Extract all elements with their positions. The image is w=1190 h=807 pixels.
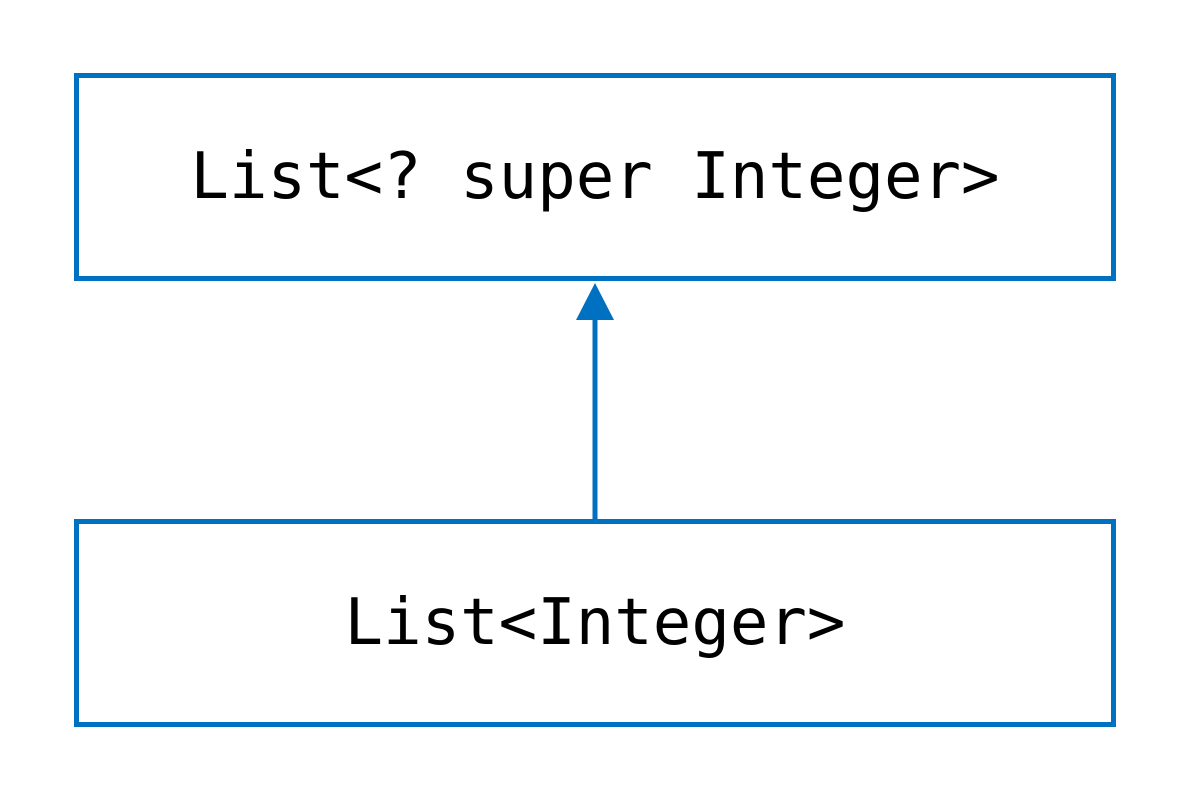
node-supertype: List<? super Integer>	[74, 73, 1116, 281]
node-subtype: List<Integer>	[74, 519, 1116, 727]
node-subtype-label: List<Integer>	[344, 586, 846, 660]
node-supertype-label: List<? super Integer>	[190, 140, 1000, 214]
arrowhead-icon	[576, 283, 614, 320]
